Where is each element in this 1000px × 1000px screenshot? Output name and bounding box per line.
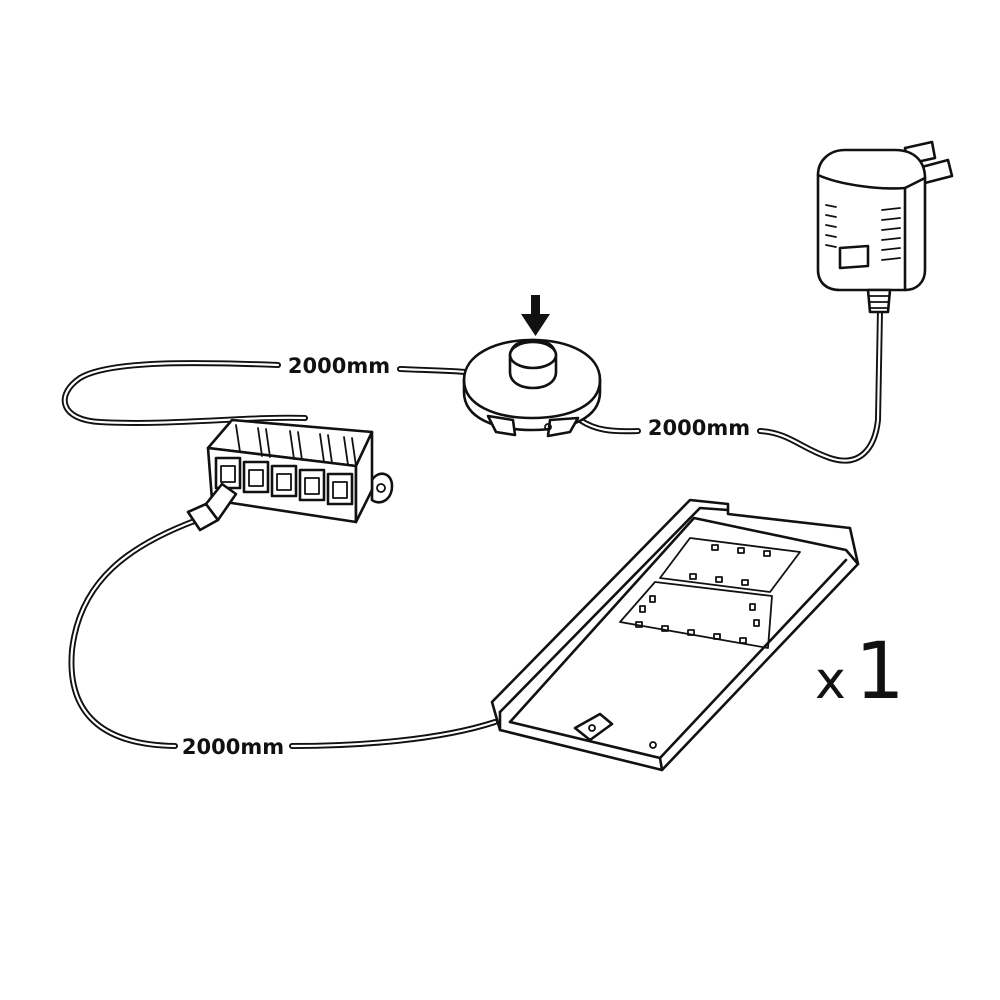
cable-splitter-to-light bbox=[68, 517, 498, 749]
dimension-label-splitter-light: 2000mm bbox=[182, 735, 284, 759]
foot-switch-icon bbox=[462, 338, 602, 438]
distributor-block-icon bbox=[186, 418, 394, 532]
dimension-label-switch-splitter: 2000mm bbox=[288, 354, 390, 378]
dimension-label-switch-adapter: 2000mm bbox=[648, 416, 750, 440]
led-panel-light-icon bbox=[490, 498, 860, 772]
quantity-label: x 1 bbox=[815, 627, 905, 717]
quantity-prefix: x bbox=[815, 651, 846, 711]
cable-switch-to-adapter bbox=[577, 307, 883, 464]
cable-switch-to-splitter bbox=[61, 360, 469, 426]
down-arrow-icon bbox=[521, 295, 550, 336]
quantity-count: 1 bbox=[855, 627, 905, 717]
power-adapter-icon bbox=[816, 140, 954, 314]
